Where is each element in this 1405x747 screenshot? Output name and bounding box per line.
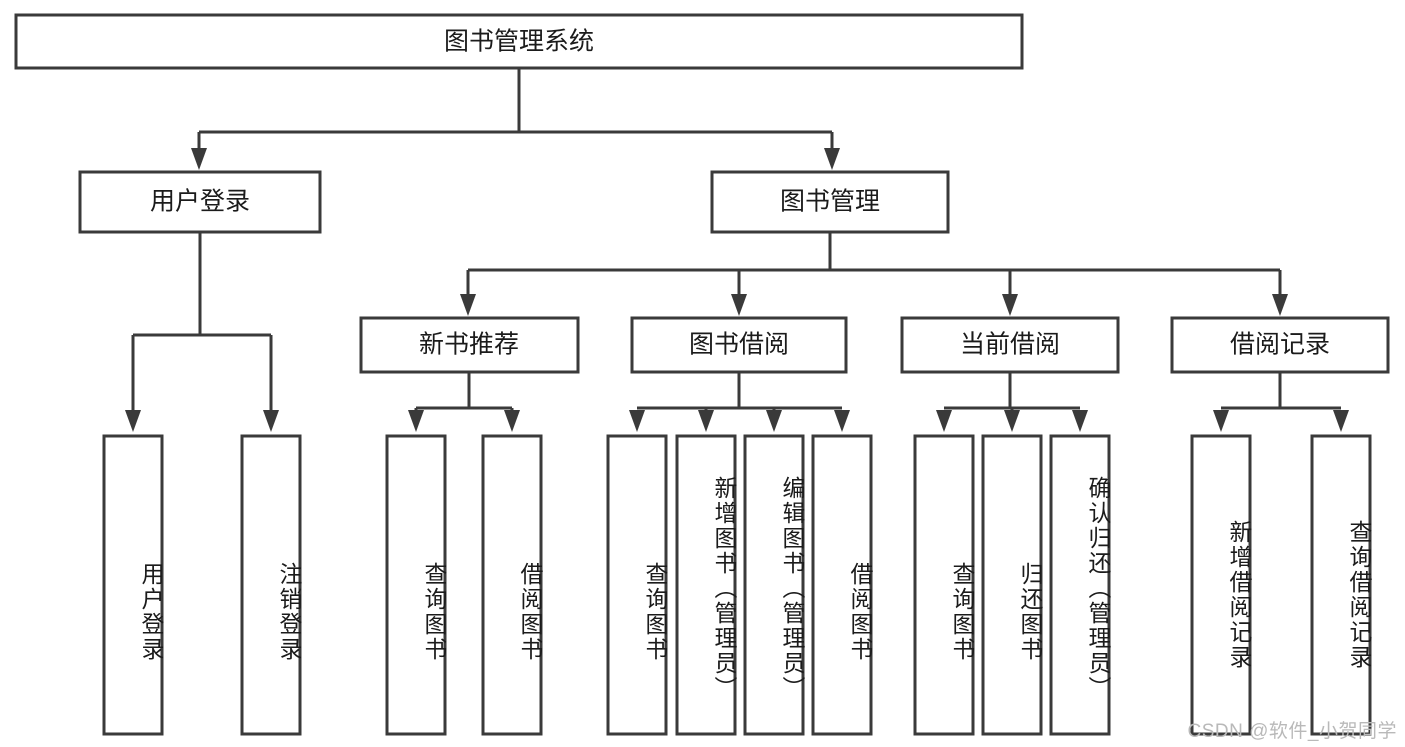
csdn-watermark: CSDN @软件_小贺同学: [1187, 721, 1397, 742]
arrow-to-leaf-query-book-3: [936, 410, 952, 432]
arrow-to-book-borrow: [731, 294, 747, 316]
connector-book-borrow-to-leaves: [629, 372, 850, 432]
arrow-to-leaf-logout: [263, 410, 279, 432]
leaf-query-record-rect[interactable]: [1310, 434, 1372, 736]
arrow-to-leaf-query-book-2: [629, 410, 645, 432]
node-new-book-rec-label: 新书推荐: [419, 331, 519, 359]
node-book-borrow-label: 图书借阅: [689, 331, 789, 359]
node-book-borrow-rect[interactable]: [630, 316, 848, 374]
connector-root-to-level1: [191, 68, 840, 170]
connector-new-book-rec-to-leaves: [408, 372, 520, 432]
arrow-to-user-login: [191, 148, 207, 170]
node-book-manage[interactable]: 图书管理: [710, 170, 950, 234]
node-borrow-record-rect[interactable]: [1170, 316, 1390, 374]
arrow-to-new-book-rec: [460, 294, 476, 316]
node-root-rect[interactable]: [14, 13, 1024, 70]
connector-user-login-to-leaves: [125, 232, 279, 432]
node-root[interactable]: 图书管理系统: [14, 13, 1024, 70]
arrow-to-leaf-add-book: [698, 410, 714, 432]
arrow-to-leaf-borrow-book-1: [504, 410, 520, 432]
arrow-to-leaf-confirm-return: [1072, 410, 1088, 432]
leaf-user-login-rect[interactable]: [102, 434, 164, 736]
connector-book-manage-to-level2: [460, 232, 1288, 316]
arrow-to-leaf-query-book-1: [408, 410, 424, 432]
arrow-to-leaf-borrow-book-2: [834, 410, 850, 432]
node-book-borrow[interactable]: 图书借阅: [630, 316, 848, 374]
node-root-label: 图书管理系统: [444, 28, 594, 56]
node-current-borrow-rect[interactable]: [900, 316, 1120, 374]
node-user-login-label: 用户登录: [150, 188, 250, 216]
leaf-add-book-rect[interactable]: [675, 434, 737, 736]
leaf-add-record-rect[interactable]: [1190, 434, 1252, 736]
node-current-borrow[interactable]: 当前借阅: [900, 316, 1120, 374]
leaf-query-book-3-rect[interactable]: [913, 434, 975, 736]
arrow-to-leaf-return-book: [1004, 410, 1020, 432]
arrow-to-leaf-edit-book: [766, 410, 782, 432]
node-book-manage-rect[interactable]: [710, 170, 950, 234]
leaf-return-book-rect[interactable]: [981, 434, 1043, 736]
leaf-query-book-1-rect[interactable]: [385, 434, 447, 736]
leaf-query-book-2-rect[interactable]: [606, 434, 668, 736]
leaf-borrow-book-2-rect[interactable]: [811, 434, 873, 736]
leaf-borrow-book-1-rect[interactable]: [481, 434, 543, 736]
node-current-borrow-label: 当前借阅: [960, 331, 1060, 359]
connector-borrow-record-to-leaves: [1213, 372, 1349, 432]
leaf-edit-book-rect[interactable]: [743, 434, 805, 736]
arrow-to-borrow-record: [1272, 294, 1288, 316]
arrow-to-leaf-add-record: [1213, 410, 1229, 432]
arrow-to-current-borrow: [1002, 294, 1018, 316]
node-new-book-rec-rect[interactable]: [359, 316, 580, 374]
node-borrow-record-label: 借阅记录: [1230, 331, 1330, 359]
connector-current-borrow-to-leaves: [936, 372, 1088, 432]
node-new-book-rec[interactable]: 新书推荐: [359, 316, 580, 374]
arrow-to-leaf-user-login: [125, 410, 141, 432]
node-book-manage-label: 图书管理: [780, 188, 880, 216]
node-user-login[interactable]: 用户登录: [78, 170, 322, 234]
leaf-logout-rect[interactable]: [240, 434, 302, 736]
arrow-to-book-manage: [824, 148, 840, 170]
leaf-confirm-return-rect[interactable]: [1049, 434, 1111, 736]
arrow-to-leaf-query-record: [1333, 410, 1349, 432]
node-borrow-record[interactable]: 借阅记录: [1170, 316, 1390, 374]
